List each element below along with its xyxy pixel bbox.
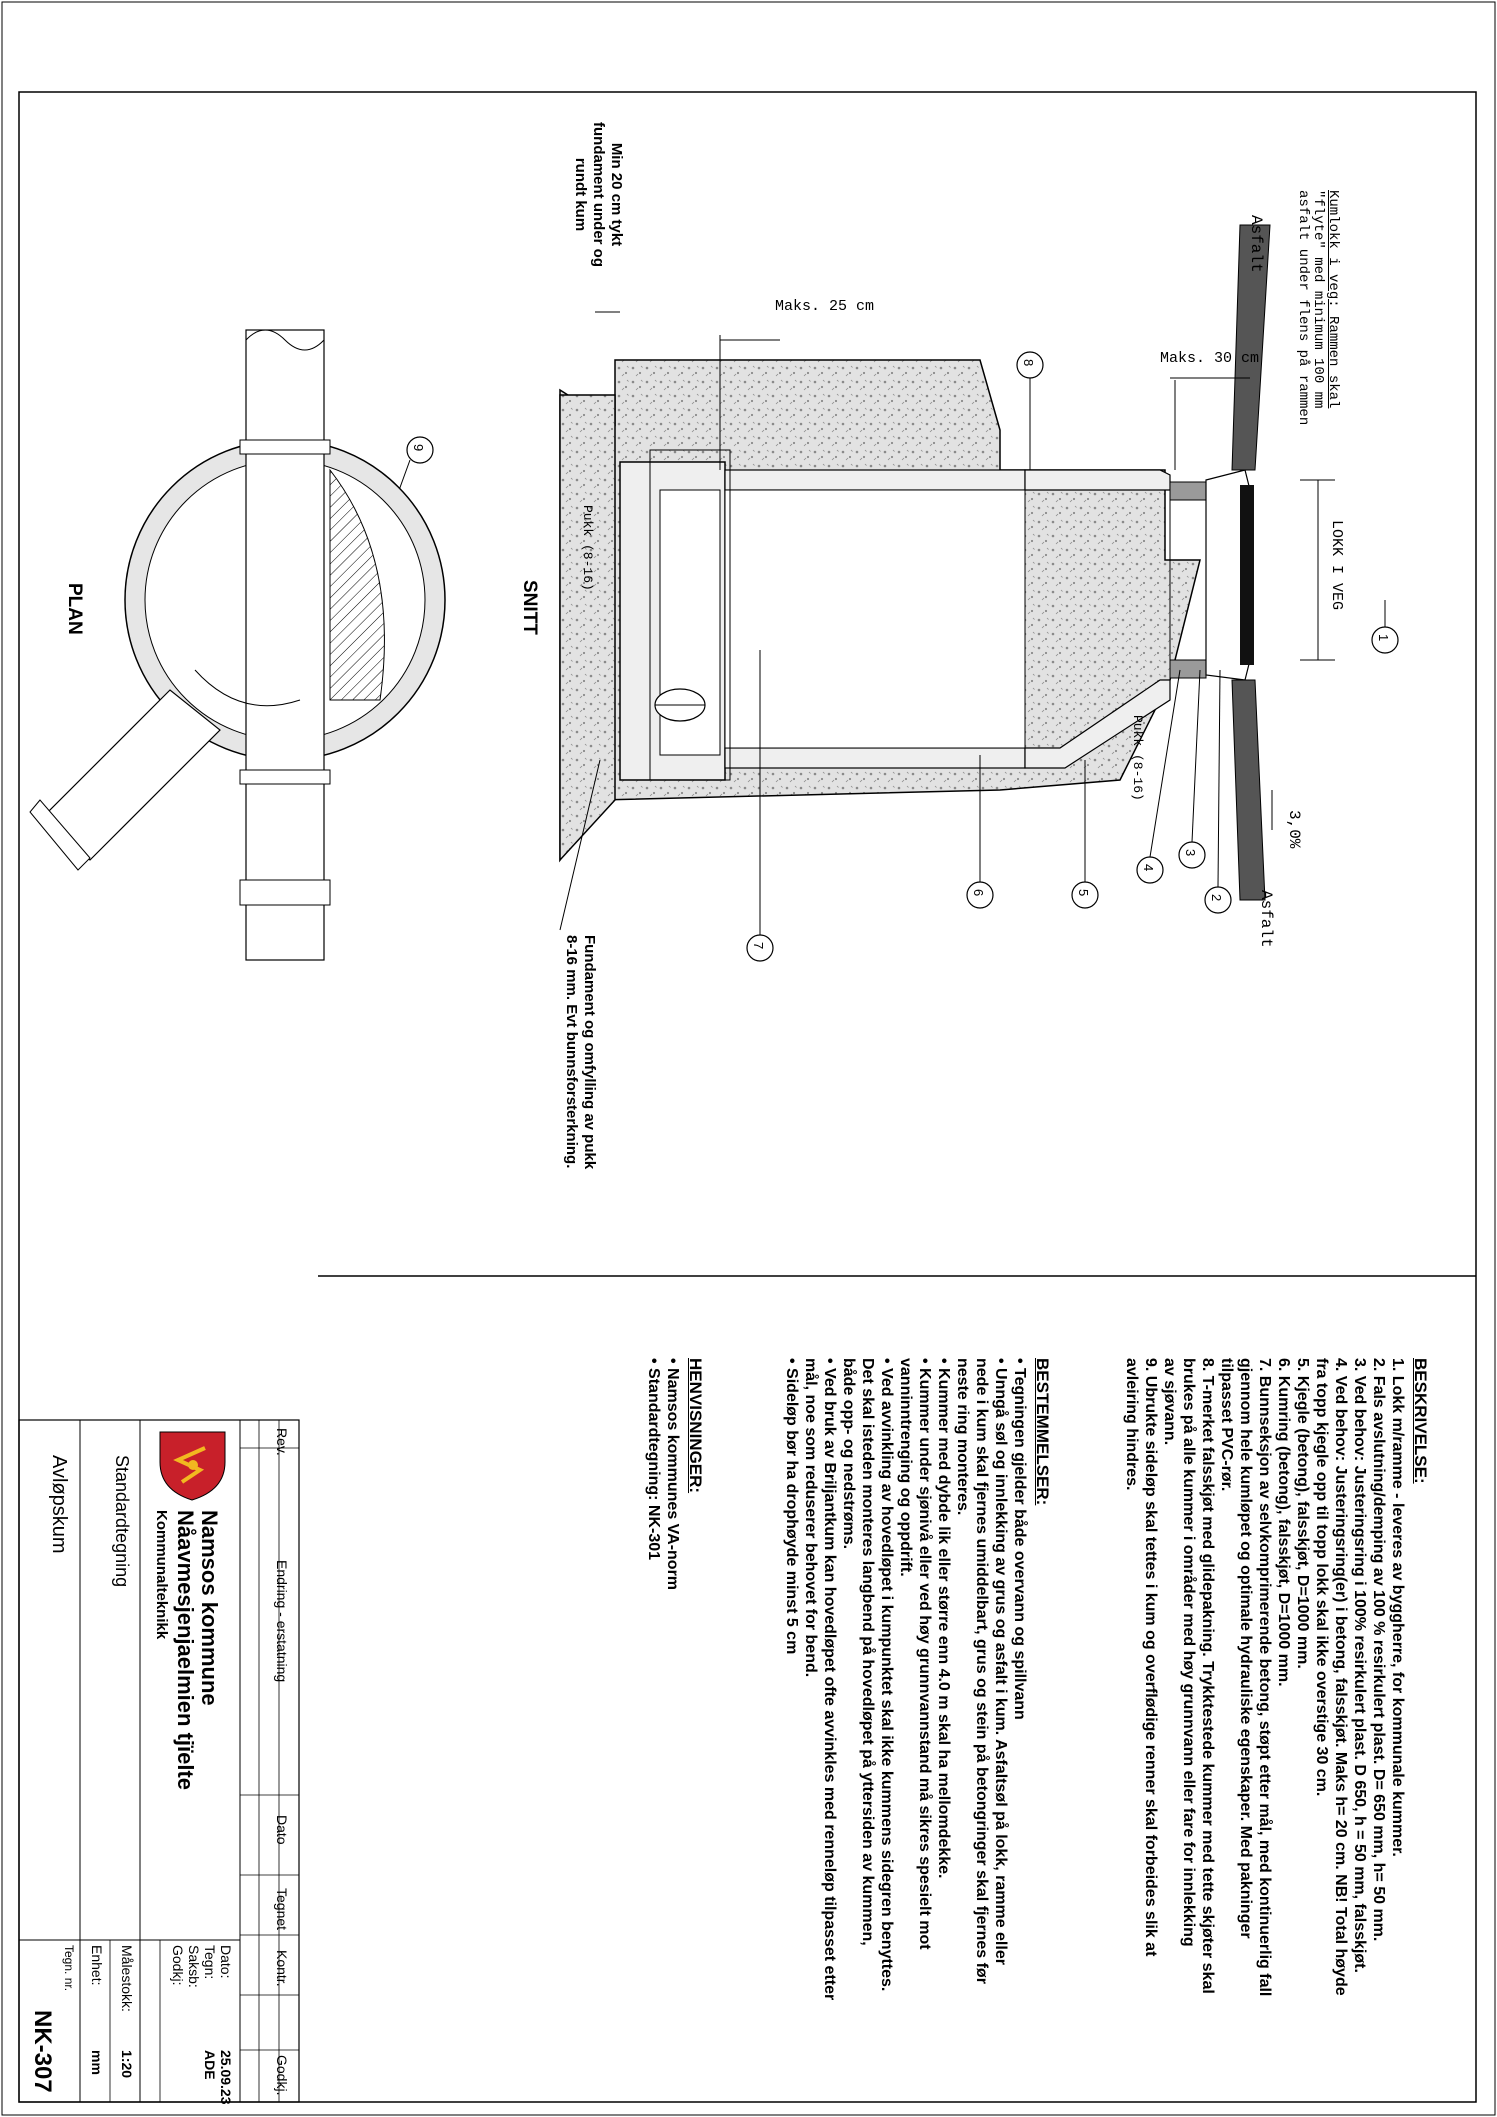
tegn-nr-value: NK-307 bbox=[29, 2010, 56, 2093]
section-drawing bbox=[559, 224, 1335, 931]
plan-drawing bbox=[29, 329, 446, 961]
enhet-label: Enhet: bbox=[89, 1945, 105, 1986]
callouts bbox=[329, 351, 1399, 962]
rev-header: Rev. bbox=[274, 1428, 290, 1456]
drawing-title: Avløpskum bbox=[48, 1455, 70, 1554]
dato-value: 25.09.23 bbox=[218, 2050, 234, 2105]
maks25-label: Maks. 25 cm bbox=[775, 298, 875, 315]
org-name: Namsos kommune bbox=[197, 1510, 222, 1706]
enhet-value: mm bbox=[89, 2050, 105, 2075]
malestokk-value: 1:20 bbox=[119, 2050, 135, 2079]
endring-header: Endring - erstatning bbox=[274, 1560, 290, 1683]
tegn-nr-label: Tegn. nr. bbox=[62, 1945, 76, 1992]
kontr-header: Kontr. bbox=[274, 1950, 290, 1987]
lokk bbox=[1240, 485, 1254, 665]
org-name-sami: Nåavmesjenjaelmien tjïelte bbox=[173, 1510, 198, 1791]
dato-label: Dato: bbox=[218, 1945, 234, 1979]
tegn-value: ADE bbox=[202, 2050, 218, 2080]
maks30-label: Maks. 30 cm bbox=[1160, 350, 1260, 367]
doc-type: Standardtegning bbox=[112, 1455, 132, 1588]
tegnet-header: Tegnet bbox=[274, 1888, 290, 1931]
dato-header: Dato bbox=[274, 1815, 290, 1845]
tegn-label: Tegn: bbox=[202, 1945, 218, 1980]
saksb-label: Saksb: bbox=[186, 1945, 202, 1988]
malestokk-label: Målestokk: bbox=[119, 1945, 135, 2012]
godkj-header: Godkj. bbox=[274, 2055, 290, 2096]
kommune-logo bbox=[159, 1431, 226, 1501]
department: Kommunalteknikk bbox=[153, 1510, 170, 1640]
godkj-label: Godkj: bbox=[170, 1945, 186, 1986]
inner-frame bbox=[18, 91, 1477, 2103]
